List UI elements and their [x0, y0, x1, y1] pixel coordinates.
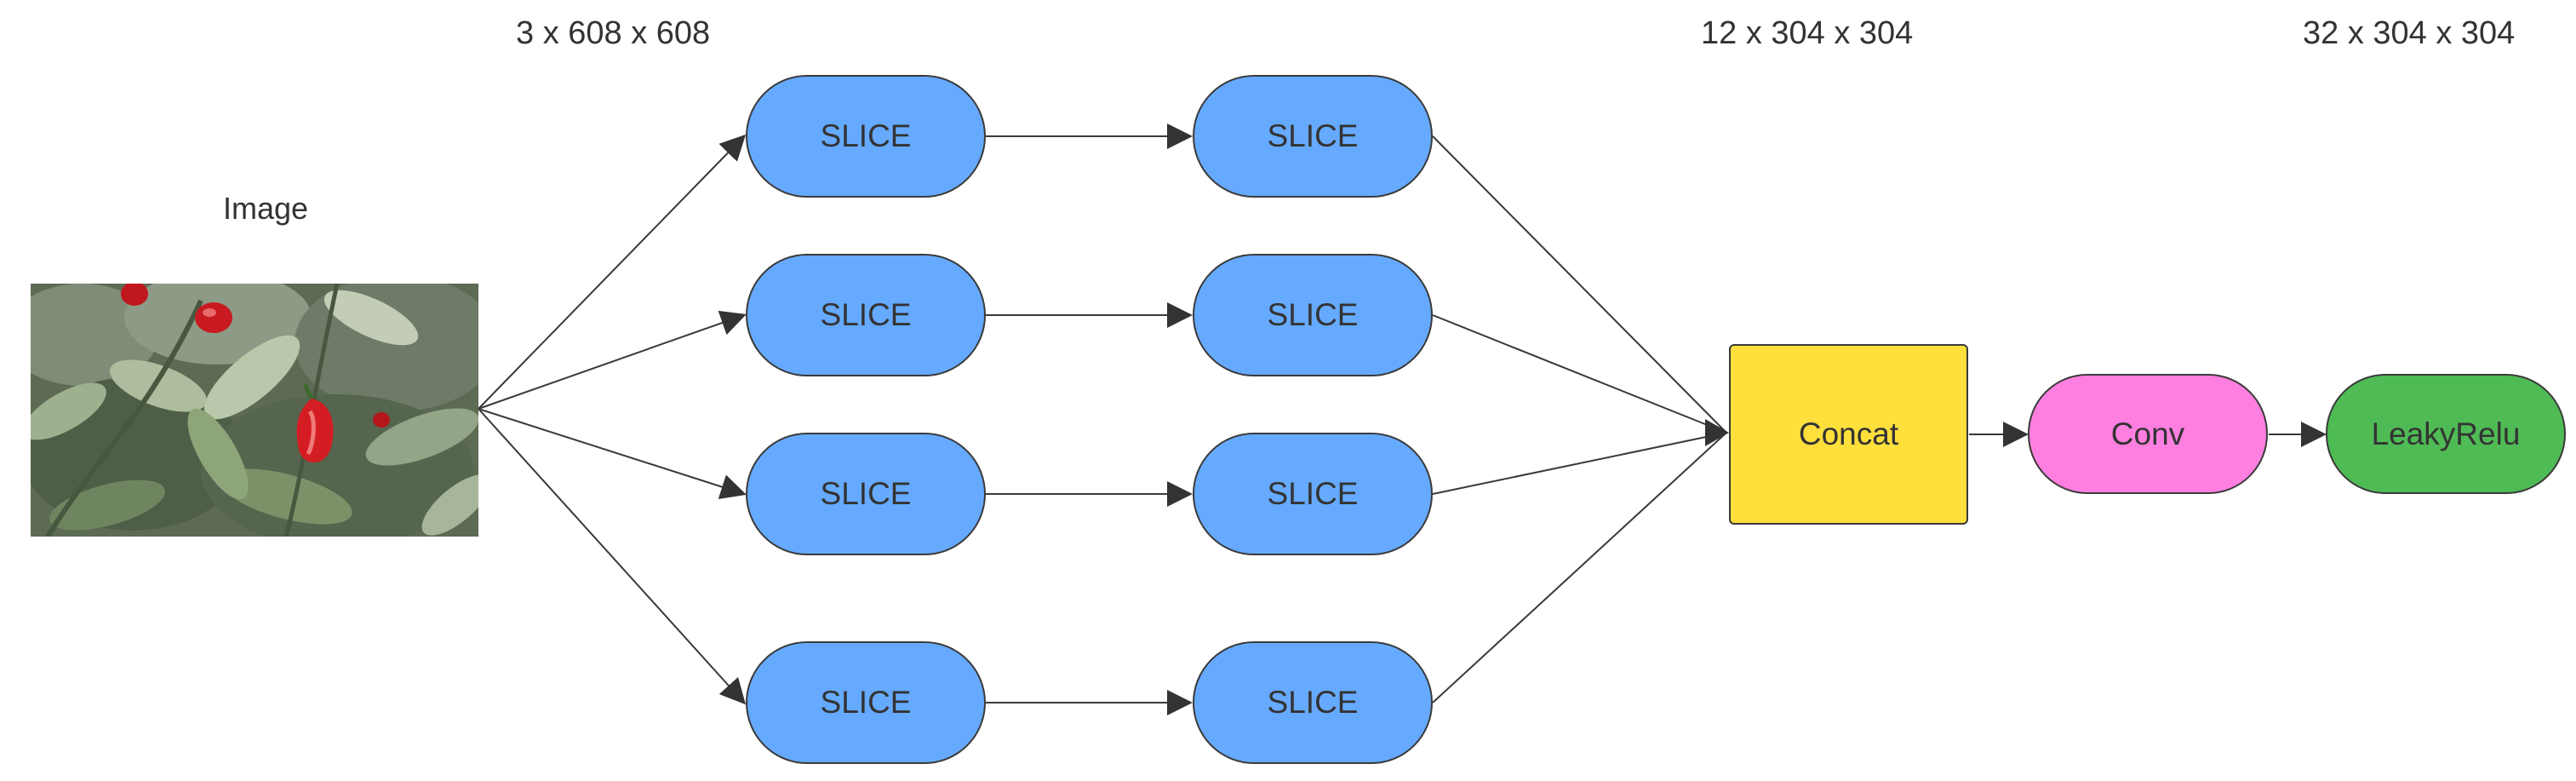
edge-slice-5-to-concat [1432, 135, 1727, 434]
edge-image-to-slice-4 [478, 408, 747, 705]
slice-node-4: SLICE [746, 641, 986, 764]
edge-slice-6-to-concat [1432, 314, 1727, 434]
input-dims-label: 3 x 608 x 608 [516, 15, 711, 51]
concat-dims-label: 12 x 304 x 304 [1701, 15, 1914, 51]
concat-input-arrowhead [1705, 419, 1729, 446]
edge-image-to-slice-1 [478, 134, 747, 410]
edge-image-to-slice-2 [478, 310, 747, 410]
edge-image-to-slice-3 [478, 408, 747, 500]
image-caption: Image [223, 191, 309, 226]
slice-node-3: SLICE [746, 433, 986, 555]
slice-node-5: SLICE [1193, 75, 1433, 198]
edge-slice-7-to-concat [1432, 432, 1727, 495]
slice-node-1: SLICE [746, 75, 986, 198]
output-dims-label: 32 x 304 x 304 [2303, 15, 2516, 51]
conv-node: Conv [2028, 374, 2268, 494]
slice-node-8: SLICE [1193, 641, 1433, 764]
slice-node-6: SLICE [1193, 254, 1433, 376]
edge-slice-8-to-concat [1432, 432, 1727, 703]
leaky-relu-node: LeakyRelu [2326, 374, 2566, 494]
input-image [31, 284, 478, 537]
concat-node: Concat [1729, 344, 1968, 525]
slice-node-2: SLICE [746, 254, 986, 376]
slice-node-7: SLICE [1193, 433, 1433, 555]
